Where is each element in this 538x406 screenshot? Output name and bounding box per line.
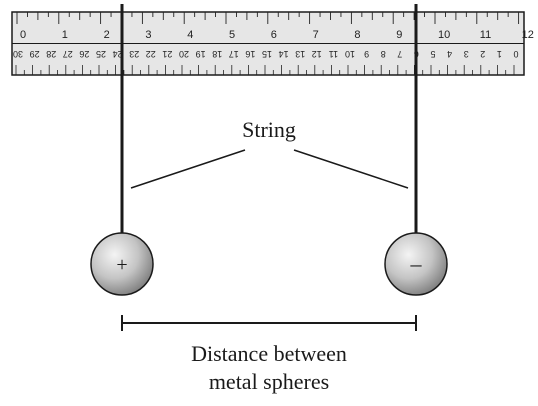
ruler-top-number: 11: [480, 29, 491, 41]
ruler-top-number: 1: [62, 29, 68, 41]
ruler-top-number: 8: [354, 29, 360, 41]
negative-sphere: –: [384, 232, 448, 296]
distance-marker: [121, 315, 417, 331]
ruler-top-number: 4: [187, 29, 193, 41]
ruler-top-number: 0: [20, 29, 26, 41]
negative-sign: –: [410, 251, 423, 276]
ruler-bottom-number: 28: [46, 49, 56, 59]
ruler-bottom-number: 25: [96, 49, 106, 59]
positive-sign: +: [116, 254, 127, 276]
ruler-top-number: 9: [396, 29, 402, 41]
ruler-bottom-number: 19: [196, 49, 206, 59]
ruler-bottom-number: 27: [63, 49, 73, 59]
distance-label-line2: metal spheres: [209, 369, 329, 394]
ruler-bottom-number: 11: [329, 49, 338, 59]
distance-label-line1: Distance between: [191, 341, 347, 366]
ruler-bottom-number: 12: [312, 49, 322, 59]
ruler-bottom-number: 16: [245, 49, 255, 59]
ruler-top-number: 2: [104, 29, 110, 41]
ruler-bottom-number: 7: [397, 49, 402, 59]
ruler-bottom-number: 20: [179, 49, 189, 59]
ruler-top-number: 3: [145, 29, 151, 41]
ruler-bottom-number: 2: [480, 49, 485, 59]
ruler-bottom-number: 8: [381, 49, 386, 59]
ruler-bottom-number: 17: [229, 49, 239, 59]
ruler-bottom-ticks: [15, 65, 515, 75]
ruler-bottom-number: 21: [162, 49, 172, 59]
string-pointer-right: [293, 149, 409, 189]
ruler-top-ticks: [16, 12, 520, 24]
string-pointer-left: [130, 149, 246, 189]
ruler-bottom-number: 3: [464, 49, 469, 59]
ruler-top-number: 7: [313, 29, 319, 41]
ruler-top-number: 10: [438, 29, 450, 41]
ruler-bottom-number: 24: [113, 49, 123, 59]
ruler-bottom-number: 30: [13, 49, 23, 59]
ruler-bottom-number: 23: [129, 49, 139, 59]
string-label: String: [242, 117, 296, 142]
ruler-bottom-number: 18: [212, 49, 222, 59]
ruler-bottom-number: 4: [447, 49, 452, 59]
ruler-bottom-number: 1: [497, 49, 502, 59]
ruler-top-number: 6: [271, 29, 277, 41]
ruler-top-number: 5: [229, 29, 235, 41]
ruler-bottom-number: 15: [262, 49, 272, 59]
positive-sphere: +: [90, 232, 154, 296]
ruler-bottom-number: 13: [295, 49, 305, 59]
ruler-bottom-number: 14: [279, 49, 289, 59]
ruler-bottom-number: 5: [430, 49, 435, 59]
ruler-top-number: 12: [522, 29, 534, 41]
ruler-bottom-number: 26: [79, 49, 89, 59]
ruler-bottom-number: 22: [146, 49, 156, 59]
ruler-bottom-number: 10: [345, 49, 355, 59]
ruler-bottom-number: 0: [513, 49, 518, 59]
ruler-bottom-number: 9: [364, 49, 369, 59]
ruler-bottom-number: 29: [30, 49, 40, 59]
